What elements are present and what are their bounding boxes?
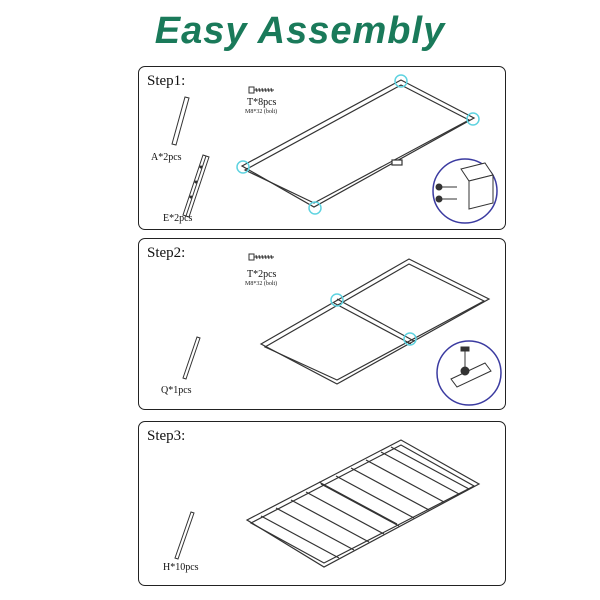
bed-frame-step2 — [259, 258, 491, 385]
step1-illustration — [171, 74, 498, 224]
bolt-detail-callout — [432, 158, 498, 224]
highlight-circles — [330, 293, 417, 346]
step1-part-e-label: E*2pcs — [163, 213, 193, 224]
step1-panel: Step1: — [138, 66, 506, 230]
step3-illustration — [174, 439, 481, 568]
step3-panel: Step3: H*10pcs — [138, 421, 506, 586]
step3-part-h-label: H*10pcs — [163, 562, 199, 573]
step2-illustration — [182, 253, 502, 406]
step3-label: Step3: — [147, 428, 186, 444]
step1-bolt-spec: M8*32 (bolt) — [245, 109, 278, 115]
bolt-icon — [248, 86, 274, 94]
step1-bolt-count: T*8pcs — [247, 97, 277, 108]
slats — [260, 446, 470, 559]
step1-label: Step1: — [147, 73, 186, 89]
bolt-icon — [248, 253, 274, 261]
step2-panel: Step2: T*2pcs M8*32 (bolt) Q*1pcs — [138, 238, 506, 410]
bed-frame-step3 — [245, 439, 481, 568]
part-h-rod — [174, 511, 195, 560]
step2-label: Step2: — [147, 245, 186, 261]
step2-bolt-count: T*2pcs — [247, 269, 277, 280]
part-a-rod — [171, 96, 190, 146]
bolt-detail-callout — [436, 340, 502, 406]
highlight-circles — [236, 74, 480, 215]
step1-part-a-label: A*2pcs — [151, 152, 182, 163]
bed-frame-step1 — [240, 79, 476, 208]
page-title: Easy Assembly — [154, 10, 446, 52]
part-q-rod — [182, 336, 201, 380]
part-e-rail — [182, 154, 210, 218]
step2-part-q-label: Q*1pcs — [161, 385, 192, 396]
step2-bolt-spec: M8*32 (bolt) — [245, 281, 278, 287]
